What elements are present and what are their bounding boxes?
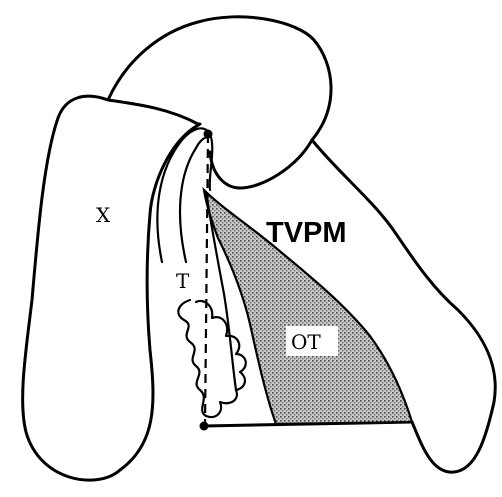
bottom-endpoint-dot [200,422,209,431]
top-endpoint-dot [204,130,213,139]
upper-lobe-outline [108,17,331,188]
label-t: T [176,269,190,293]
label-tvpm: TVPM [266,217,347,249]
wavy-structure [178,300,245,417]
dashed-midline [205,134,208,426]
tube-inner-wall [180,137,208,262]
label-ot: OT [291,330,321,354]
label-x: X [96,203,111,227]
